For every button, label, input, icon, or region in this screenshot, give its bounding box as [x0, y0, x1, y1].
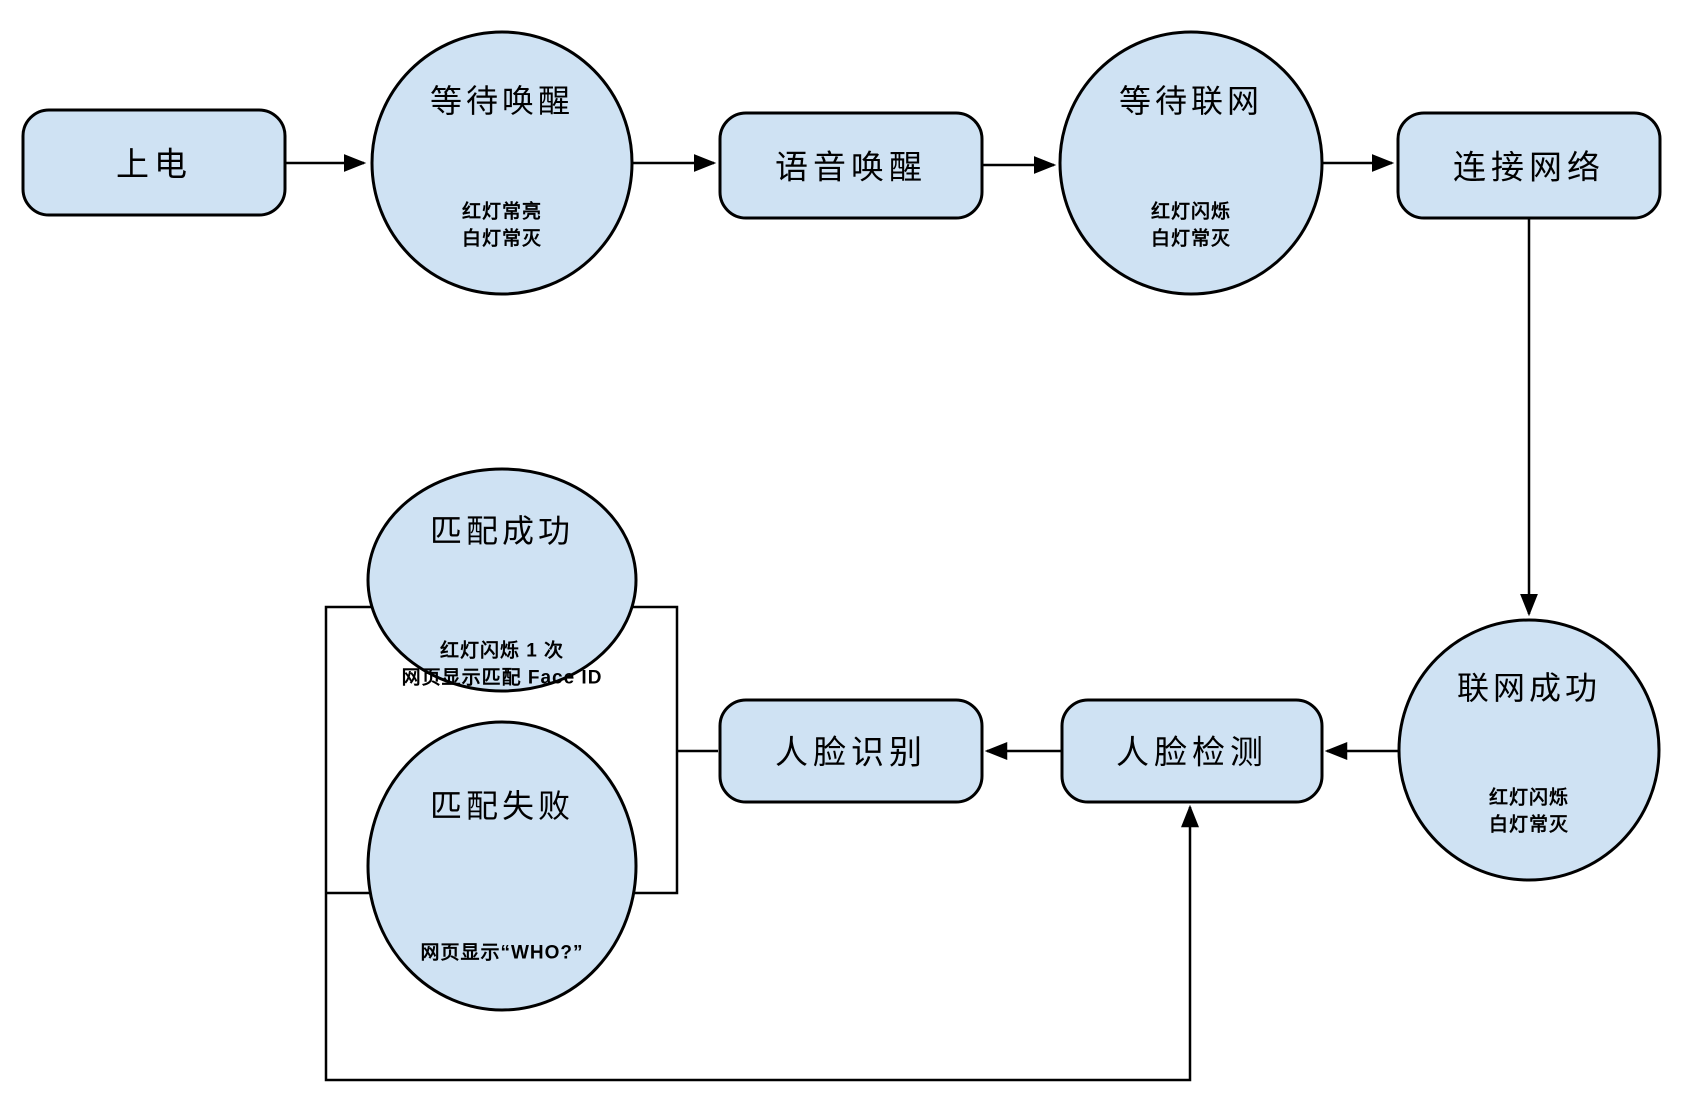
- match-fail-label: 匹配失败: [430, 788, 574, 824]
- node-wait-wake: 等待唤醒 红灯常亮 白灯常灭: [370, 30, 634, 296]
- match-ok-label: 匹配成功: [430, 513, 574, 549]
- net-ok-label: 联网成功: [1457, 670, 1601, 706]
- match-fail-circle: [366, 720, 638, 1012]
- node-match-ok: 匹配成功 红灯闪烁 1 次 网页显示匹配 Face ID: [366, 467, 638, 693]
- node-face-recog: 人脸识别: [718, 698, 984, 804]
- node-wait-net: 等待联网 红灯闪烁 白灯常灭: [1058, 30, 1324, 296]
- node-face-detect: 人脸检测: [1060, 698, 1324, 804]
- edge-bracket-right-vertical: [632, 605, 679, 895]
- match-ok-note-1: 红灯闪烁 1 次: [440, 639, 564, 662]
- edge-loop-match-ok-to-face-detect: [324, 605, 1199, 1082]
- net-ok-note-1: 红灯闪烁: [1489, 786, 1569, 809]
- wait-wake-note-2: 白灯常灭: [462, 227, 542, 250]
- power-label: 上电: [116, 146, 192, 183]
- match-fail-note-1: 网页显示“WHO?”: [420, 942, 583, 964]
- wait-wake-circle: [370, 30, 634, 296]
- node-match-fail: 匹配失败 网页显示“WHO?”: [366, 720, 638, 1012]
- wait-net-circle: [1058, 30, 1324, 296]
- wait-net-note-2: 白灯常灭: [1151, 227, 1231, 250]
- power-box: [21, 108, 287, 217]
- connect-net-box: [1396, 111, 1662, 220]
- wait-wake-label: 等待唤醒: [430, 83, 574, 119]
- voice-wake-box: [718, 111, 984, 220]
- wait-net-note-1: 红灯闪烁: [1151, 200, 1231, 223]
- connect-net-label: 连接网络: [1453, 149, 1605, 186]
- net-ok-note-2: 白灯常灭: [1489, 813, 1569, 836]
- match-ok-note-2: 网页显示匹配 Face ID: [402, 667, 603, 689]
- face-detect-box: [1060, 698, 1324, 804]
- node-connect-net: 连接网络: [1396, 111, 1662, 220]
- wait-wake-note-1: 红灯常亮: [462, 200, 542, 223]
- face-recog-label: 人脸识别: [775, 734, 927, 771]
- match-ok-circle: [366, 467, 638, 693]
- wait-net-label: 等待联网: [1119, 83, 1263, 119]
- voice-wake-label: 语音唤醒: [775, 149, 927, 186]
- node-power: 上电: [21, 108, 287, 217]
- face-recog-box: [718, 698, 984, 804]
- face-detect-label: 人脸检测: [1116, 734, 1268, 771]
- node-voice-wake: 语音唤醒: [718, 111, 984, 220]
- node-net-ok: 联网成功 红灯闪烁 白灯常灭: [1397, 618, 1661, 882]
- net-ok-circle: [1397, 618, 1661, 882]
